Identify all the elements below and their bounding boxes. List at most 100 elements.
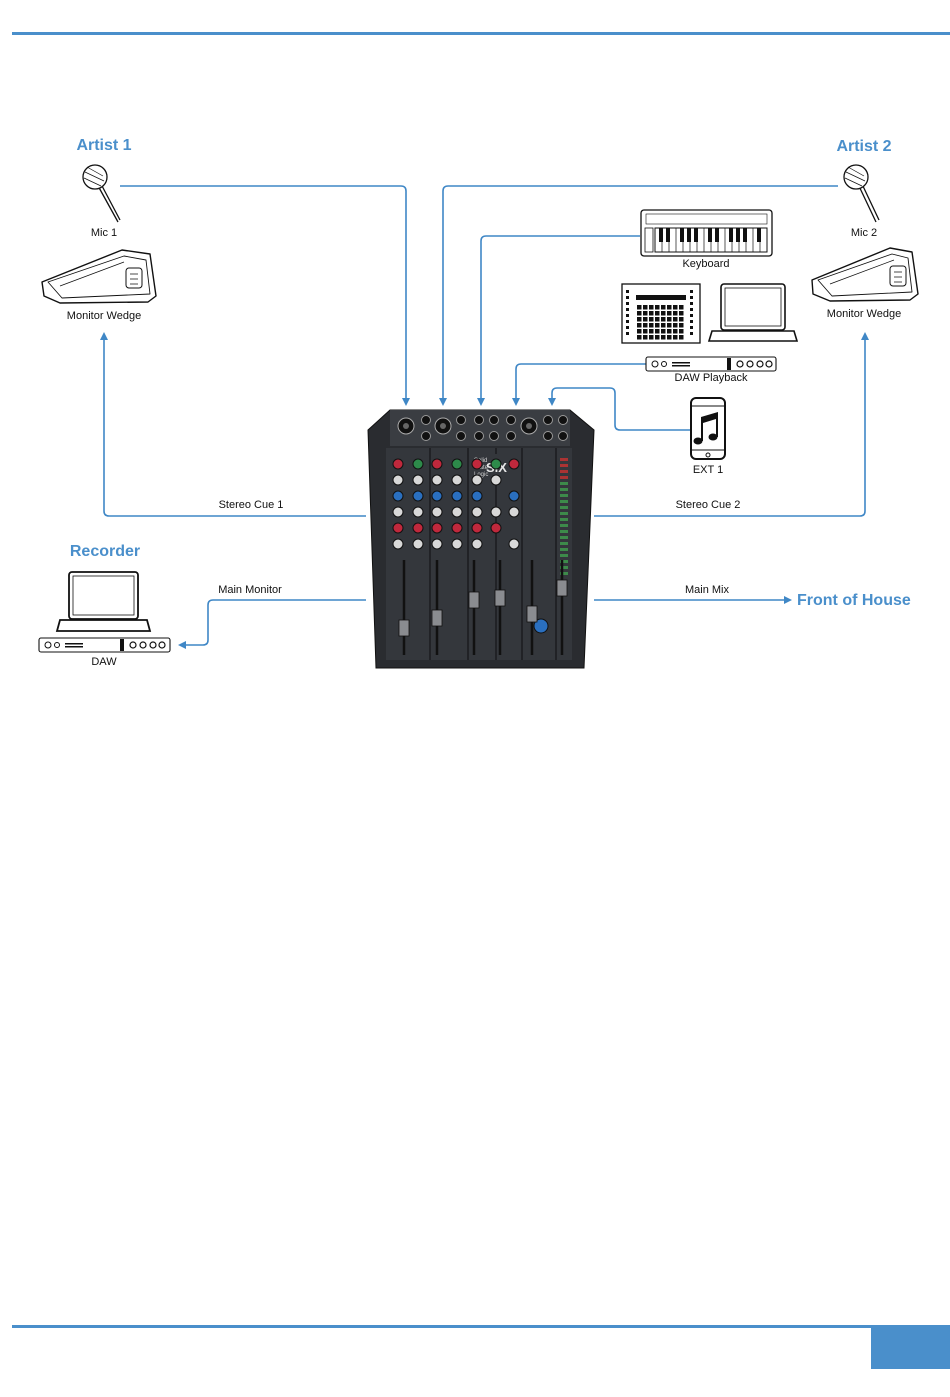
mic2-label: Mic 2 [851,227,877,239]
pad [643,329,648,334]
console-knob [509,507,519,517]
pad [667,323,672,328]
pad-side-button [626,290,629,293]
pad [667,317,672,322]
pad [679,311,684,316]
meter-segment [560,500,568,503]
console-knob [413,539,423,549]
xlr-pin [440,423,446,429]
console-knob [432,507,442,517]
meter-segment [560,512,568,515]
meter-segment [560,548,568,551]
console-knob [491,507,501,517]
pad-controller-icon [622,284,700,343]
fader-cap [399,620,409,636]
pad [661,317,666,322]
keyboard-black-key [659,228,663,242]
console-knob [452,523,462,533]
jack-input [544,416,553,425]
pad [673,305,678,310]
console-knob [432,459,442,469]
pad [679,323,684,328]
fader-cap [527,606,537,622]
keyboard-black-key [708,228,712,242]
meter-segment [560,488,568,491]
pad [637,317,642,322]
pad [643,323,648,328]
audio-interface-icon [646,357,776,371]
pad [643,305,648,310]
main-mix-label: Main Mix [685,584,730,596]
console-knob [413,523,423,533]
pad-side-button [690,326,693,329]
main-monitor-label: Main Monitor [218,584,282,596]
pad [661,335,666,340]
fader-cap [557,580,567,596]
pad [661,323,666,328]
recorder-heading: Recorder [70,543,140,560]
pad [667,329,672,334]
microphone-icon [844,165,879,222]
main-monitor-line [180,600,366,645]
pad [679,317,684,322]
console-knob [491,475,501,485]
pad-side-button [690,302,693,305]
fader-cap [469,592,479,608]
keyboard-to-console-line [481,236,640,404]
pad [655,323,660,328]
console-knob [413,491,423,501]
console-knob [472,491,482,501]
pad-side-button [626,302,629,305]
pad [649,305,654,310]
console-knob [452,475,462,485]
keyboard-black-key [666,228,670,242]
jack-input [457,432,466,441]
pad [661,311,666,316]
artist2-heading: Artist 2 [836,138,891,155]
meter-segment [560,464,568,467]
artist1-heading: Artist 1 [76,137,131,154]
jack-input [559,416,568,425]
console-knob [509,491,519,501]
meter-segment [560,494,568,497]
keyboard-black-key [694,228,698,242]
smartphone-icon [691,398,725,459]
console-knob [472,507,482,517]
pad [649,317,654,322]
console-knob [472,459,482,469]
jack-input [490,432,499,441]
meter-segment [560,476,568,479]
console-knob [491,523,501,533]
keyboard-black-key [715,228,719,242]
console-knob [393,475,403,485]
jack-input [544,432,553,441]
keyboard-label: Keyboard [682,258,729,270]
pad [679,305,684,310]
mic1-to-console-line [120,186,406,404]
meter-segment [560,530,568,533]
pad [655,335,660,340]
console-knob [491,459,501,469]
keyboard-icon [641,210,772,256]
monitor-wedge-left-label: Monitor Wedge [67,310,141,322]
keyboard-black-key [743,228,747,242]
console-knob [472,539,482,549]
keyboard-black-key [736,228,740,242]
jack-input [457,416,466,425]
console-knob [432,539,442,549]
meter-segment [560,524,568,527]
pad-side-button [690,296,693,299]
console-knob [452,507,462,517]
console-knob [432,491,442,501]
jack-input [475,416,484,425]
console-knob [432,523,442,533]
meter-segment [560,536,568,539]
pad [637,329,642,334]
console-knob [509,459,519,469]
jack-input [422,432,431,441]
front-of-house-heading: Front of House [797,592,911,609]
monitor-wedge-right-label: Monitor Wedge [827,308,901,320]
monitor-wedge-icon [812,248,918,301]
meter-segment [560,470,568,473]
